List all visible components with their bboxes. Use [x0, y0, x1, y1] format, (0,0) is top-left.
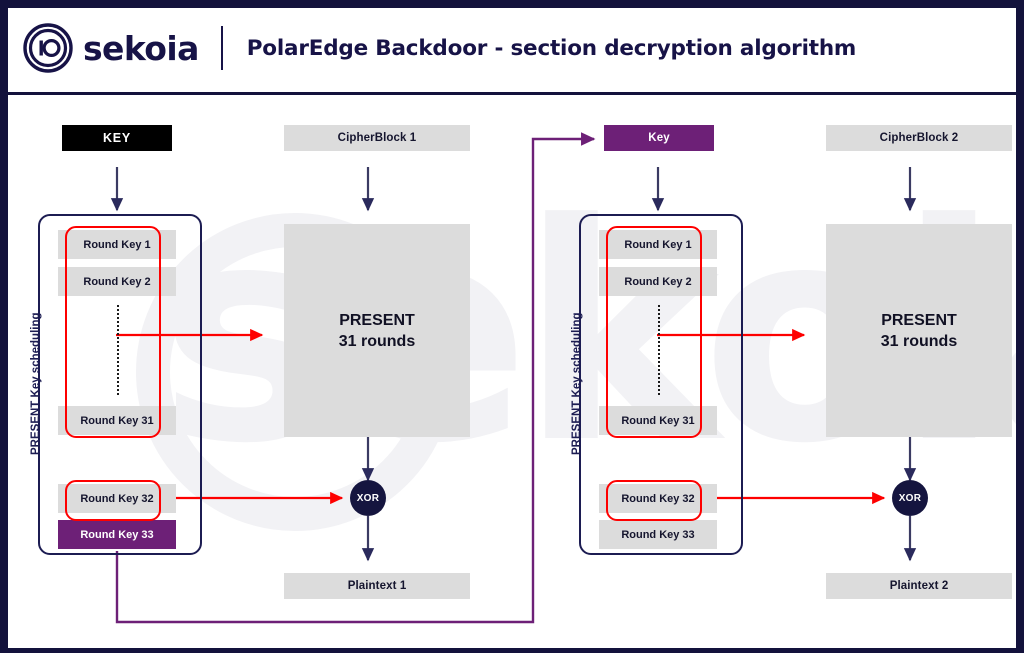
round-key-32-highlight-stage2: [606, 480, 702, 521]
ellipsis-dots-stage1: [117, 305, 119, 395]
round-key-32-stage1[interactable]: Round Key 32: [58, 484, 176, 513]
page-surface: sekoia PolarEdge Backdoor - section decr…: [8, 8, 1016, 648]
sekoia-io-circle-logo-icon: [23, 23, 73, 73]
present-rounds-stage2: 31 rounds: [880, 332, 958, 350]
rounds-1-31-highlight-stage2: [606, 226, 702, 438]
present-rounds-stage1: 31 rounds: [338, 332, 416, 350]
cipherblock-2-box[interactable]: CipherBlock 2: [826, 125, 1012, 151]
key-box-stage2[interactable]: Key: [604, 125, 714, 151]
present-title-stage1: PRESENT: [339, 311, 415, 329]
present-block-stage1: PRESENT 31 rounds: [284, 224, 470, 437]
plaintext-1-box[interactable]: Plaintext 1: [284, 573, 470, 599]
plaintext-2-box[interactable]: Plaintext 2: [826, 573, 1012, 599]
round-key-2-stage1[interactable]: Round Key 2: [58, 267, 176, 296]
diagram-canvas: sekoia: [8, 92, 1016, 648]
cipherblock-1-box[interactable]: CipherBlock 1: [284, 125, 470, 151]
round-key-33-stage2[interactable]: Round Key 33: [599, 520, 717, 549]
key-scheduling-label-stage1: PRESENT Key scheduling: [30, 312, 42, 455]
ellipsis-dots-stage2: [658, 305, 660, 395]
key-box-stage1[interactable]: KEY: [62, 125, 172, 151]
header-bar: sekoia PolarEdge Backdoor - section decr…: [8, 8, 1016, 88]
key-scheduling-container-stage1: [38, 214, 202, 555]
present-block-stage2: PRESENT 31 rounds: [826, 224, 1012, 437]
key-scheduling-label-stage2: PRESENT Key scheduling: [571, 312, 583, 455]
key-scheduling-container-stage2: [579, 214, 743, 555]
connector-wires: [110, 132, 917, 624]
round-key-2-stage2[interactable]: Round Key 2: [599, 267, 717, 296]
round-key-32-highlight-stage1: [65, 480, 161, 521]
header-divider: [220, 26, 223, 70]
xor-node-stage1[interactable]: XOR: [350, 480, 386, 516]
brand-wordmark: sekoia: [83, 28, 199, 68]
brand-logo: sekoia: [22, 22, 199, 74]
page-title: PolarEdge Backdoor - section decryption …: [246, 35, 857, 61]
present-title-stage2: PRESENT: [881, 311, 957, 329]
round-key-1-stage1[interactable]: Round Key 1: [58, 230, 176, 259]
xor-node-stage2[interactable]: XOR: [892, 480, 928, 516]
round-key-33-stage1[interactable]: Round Key 33: [58, 520, 176, 549]
rounds-1-31-highlight-stage1: [65, 226, 161, 438]
